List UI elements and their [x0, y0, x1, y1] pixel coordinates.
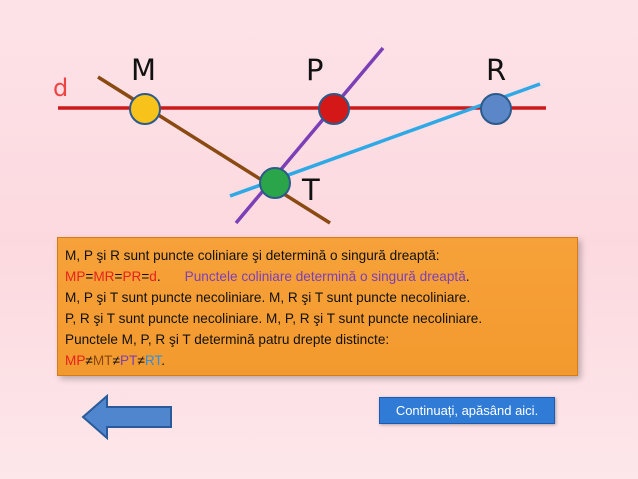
- info-line-5: Punctele M, P, R şi T determină patru dr…: [65, 332, 390, 347]
- period: .: [161, 353, 165, 368]
- line-d-ref: d: [149, 269, 157, 284]
- info-box: M, P şi R sunt puncte coliniare şi deter…: [57, 237, 578, 376]
- point-T-label: T: [302, 173, 320, 207]
- point-M: [129, 93, 161, 125]
- period: .: [156, 269, 161, 284]
- info-line-2: MP=MR=PR=d.Punctele coliniare determină …: [65, 266, 571, 287]
- info-line-4: P, R şi T sunt puncte necoliniare. M, P,…: [65, 311, 483, 326]
- not-equal-sign: ≠: [137, 353, 145, 368]
- point-R-label: R: [486, 53, 507, 87]
- line-MT-ref: MT: [92, 353, 113, 368]
- segment-MP: MP: [65, 269, 86, 284]
- not-equal-sign: ≠: [112, 353, 120, 368]
- info-line-6: MP≠MT≠PT≠RT.: [65, 350, 571, 371]
- continue-button[interactable]: Continuați, apăsând aici.: [379, 397, 555, 424]
- info-line-3: M, P şi T sunt puncte necoliniare. M, R …: [65, 290, 471, 305]
- equals-sign: =: [85, 269, 94, 284]
- info-line-1: M, P şi R sunt puncte coliniare şi deter…: [65, 248, 440, 263]
- collinear-note: Punctele coliniare determină o singură d…: [184, 269, 466, 284]
- line-d-label: d: [53, 74, 69, 102]
- period: .: [465, 269, 470, 284]
- line-PT-ref: PT: [119, 353, 138, 368]
- equals-sign: =: [114, 269, 123, 284]
- line-MP-ref: MP: [65, 353, 86, 368]
- line-PT: [234, 46, 385, 225]
- segment-PR: PR: [122, 269, 142, 284]
- point-R: [480, 93, 512, 125]
- left-arrow-icon[interactable]: [81, 393, 173, 441]
- equals-sign: =: [141, 269, 150, 284]
- back-button[interactable]: [81, 393, 173, 445]
- point-P-label: P: [306, 53, 324, 87]
- not-equal-sign: ≠: [85, 353, 93, 368]
- segment-MR: MR: [93, 269, 115, 284]
- point-P: [318, 93, 350, 125]
- line-RT-ref: RT: [144, 353, 162, 368]
- point-T: [259, 167, 291, 199]
- point-M-label: M: [131, 53, 157, 87]
